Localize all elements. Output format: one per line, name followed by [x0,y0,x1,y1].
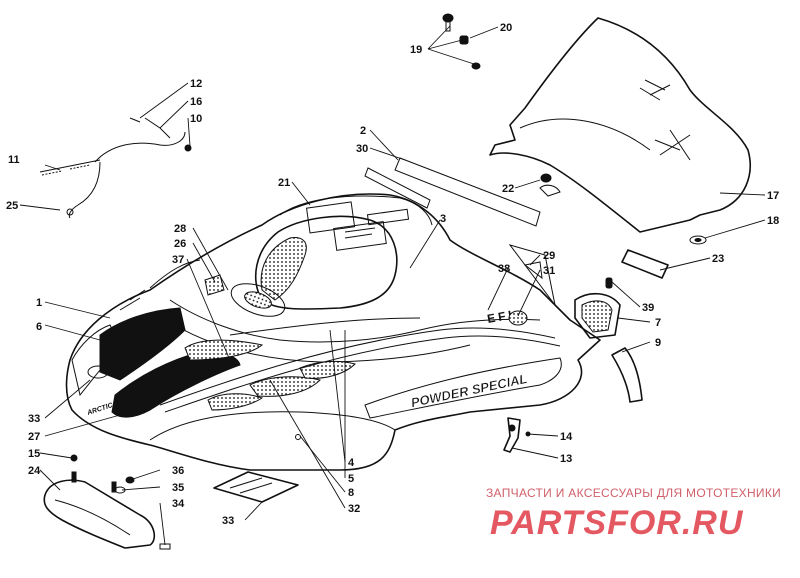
rear-vent [574,277,621,339]
hood-plate [621,249,669,279]
callout-38: 38 [498,263,510,275]
callout-25: 25 [6,200,18,212]
callout-12: 12 [190,78,202,90]
side-stripes [159,317,561,413]
side-vents [184,339,356,411]
callout-6: 6 [36,321,42,333]
callout-27: 27 [28,431,40,443]
front-bumper [43,454,171,550]
callout-11: 11 [8,154,20,166]
efi-decal: EFI [486,307,528,326]
callout-23: 23 [712,253,724,265]
hood-latch [503,417,531,453]
cable-assembly [39,117,192,219]
callout-2: 2 [360,125,366,137]
callout-36: 36 [172,465,184,477]
windshield [489,17,751,233]
callout-9: 9 [655,337,661,349]
callout-7: 7 [655,317,661,329]
model-decal: POWDER SPECIAL [364,357,562,419]
hood-screw [295,434,301,440]
callout-34: 34 [172,498,185,510]
callout-19: 19 [410,44,422,56]
callout-33-bottom: 33 [222,515,234,527]
callout-26: 26 [174,238,186,250]
console-decals [305,201,410,251]
callout-22: 22 [502,183,514,195]
efi-decal-text: EFI [486,307,516,326]
top-stripe-decals [364,157,541,227]
callout-24: 24 [28,465,41,477]
callout-21: 21 [278,177,290,189]
callout-1: 1 [36,297,42,309]
watermark: ЗАПЧАСТИ И АКСЕССУАРЫ ДЛЯ МОТОТЕХНИКИ PA… [486,486,781,542]
callout-13: 13 [560,453,572,465]
callout-18: 18 [767,215,779,227]
callout-20: 20 [500,22,512,34]
top-emblem-decal [204,274,286,317]
callout-39: 39 [642,302,654,314]
watermark-tagline: ЗАПЧАСТИ И АКСЕССУАРЫ ДЛЯ МОТОТЕХНИКИ [486,486,781,500]
callout-labels: 1 2 3 4 5 6 7 8 9 10 11 12 13 14 15 16 1… [6,22,779,527]
callout-35: 35 [172,482,184,494]
callout-30: 30 [356,143,368,155]
callout-10: 10 [190,113,202,125]
callout-31: 31 [543,265,555,277]
callout-16: 16 [190,96,202,108]
callout-28: 28 [174,223,186,235]
rear-triangle-decal [508,244,556,306]
hood [65,193,601,471]
protective-sheet [213,471,299,503]
windshield-grommet [689,235,707,245]
callout-32: 32 [348,503,360,515]
callout-3: 3 [440,213,446,225]
watermark-brand: PARTSFOR.RU [490,504,744,542]
callout-5: 5 [348,473,354,485]
callout-8: 8 [348,487,354,499]
callout-37: 37 [172,254,184,266]
callout-14: 14 [560,431,573,443]
leader-lines [19,25,766,546]
trim-strip [611,347,643,403]
headlight-lens [87,365,109,379]
nose-panel [99,259,241,418]
windshield-screw [442,13,561,197]
callout-33-top: 33 [28,413,40,425]
callout-29: 29 [543,250,555,262]
callout-17: 17 [767,190,779,202]
callout-4: 4 [348,457,355,469]
callout-15: 15 [28,448,40,460]
